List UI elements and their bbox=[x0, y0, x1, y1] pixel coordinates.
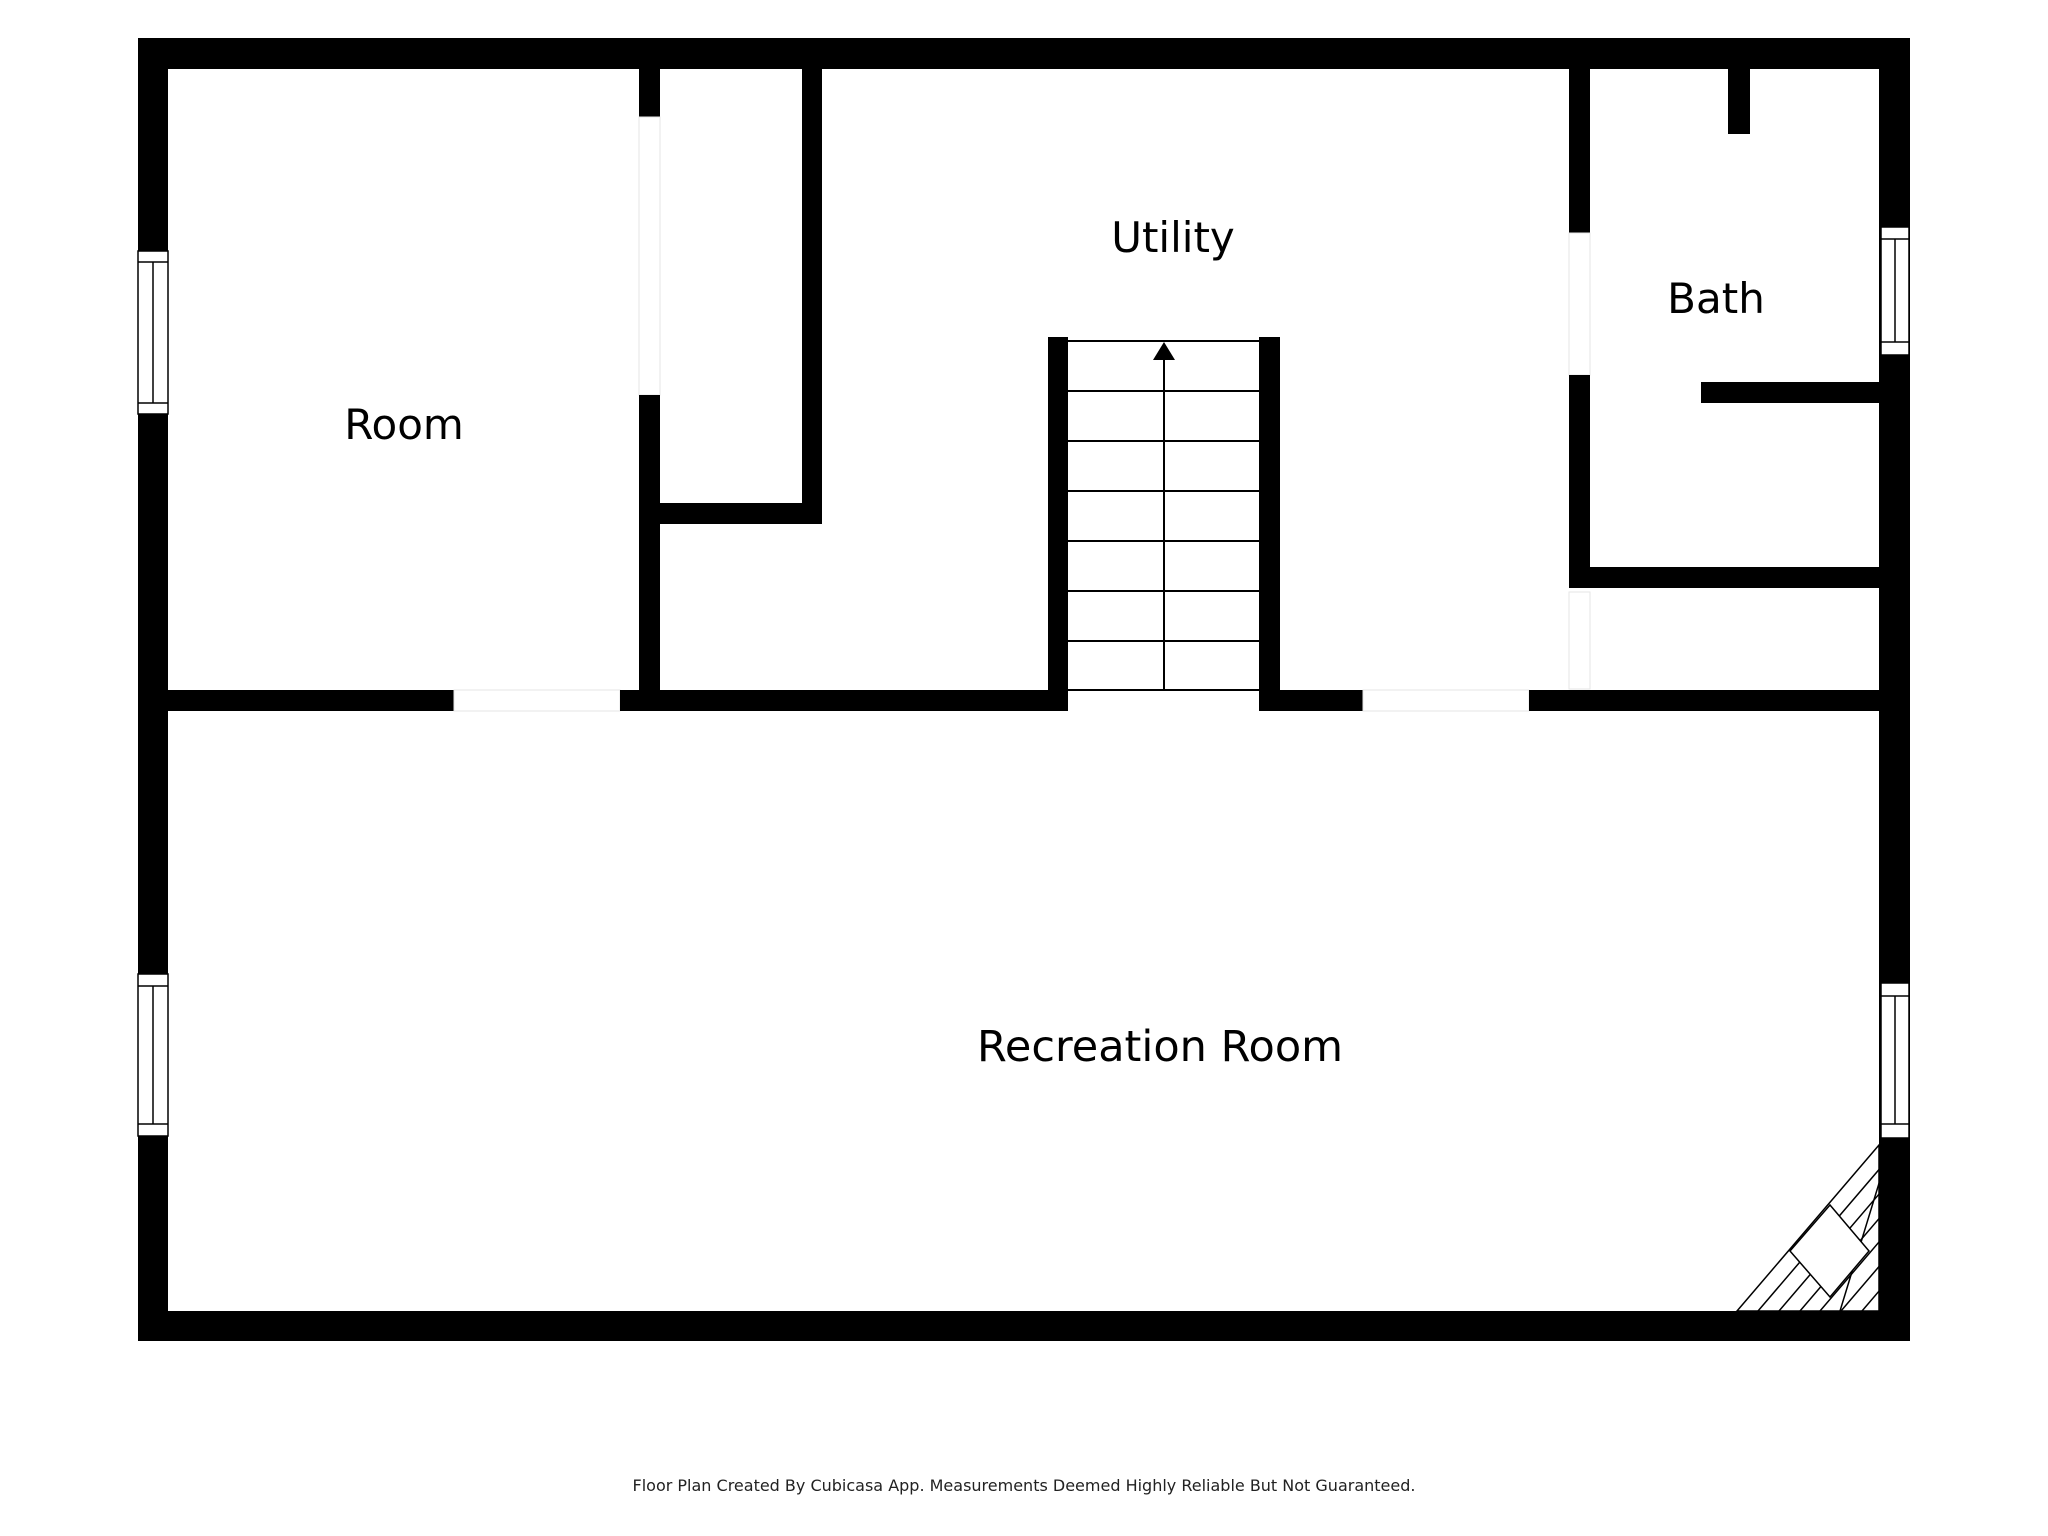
stair-right-wall bbox=[1259, 337, 1280, 711]
room-label-room: Room bbox=[344, 400, 464, 449]
room-label-recreation-room: Recreation Room bbox=[976, 1022, 1344, 1072]
top-exterior-wall bbox=[138, 38, 1910, 69]
utility-door-opening bbox=[1362, 689, 1530, 712]
footer-disclaimer: Floor Plan Created By Cubicasa App. Meas… bbox=[632, 1476, 1416, 1495]
closet-walls bbox=[639, 38, 822, 524]
bath-door-opening bbox=[1568, 232, 1591, 376]
room-label-bath: Bath bbox=[1667, 274, 1765, 323]
staircase bbox=[1048, 337, 1280, 711]
room-right-wall bbox=[638, 38, 661, 711]
room-door-opening bbox=[453, 689, 621, 712]
closet-door-opening bbox=[638, 116, 661, 396]
bath-divider-wall bbox=[1701, 382, 1879, 403]
fireplace-icon bbox=[1735, 1142, 1880, 1312]
window-left-lower bbox=[137, 973, 169, 1137]
window-right-bath bbox=[1880, 226, 1910, 356]
bottom-exterior-wall bbox=[138, 1311, 1910, 1341]
stair-up-arrow-icon bbox=[1153, 342, 1175, 360]
bath-walls bbox=[1568, 38, 1879, 690]
window-left-upper bbox=[137, 250, 169, 415]
storage-door-opening bbox=[1568, 591, 1591, 690]
left-exterior-wall bbox=[138, 38, 168, 1341]
stair-left-wall bbox=[1048, 337, 1068, 711]
room-label-utility: Utility bbox=[1111, 213, 1235, 262]
exterior-walls bbox=[138, 38, 1910, 1341]
window-right-lower bbox=[1880, 982, 1910, 1139]
middle-partition-wall bbox=[138, 689, 1879, 712]
bath-stub-wall bbox=[1728, 38, 1750, 134]
